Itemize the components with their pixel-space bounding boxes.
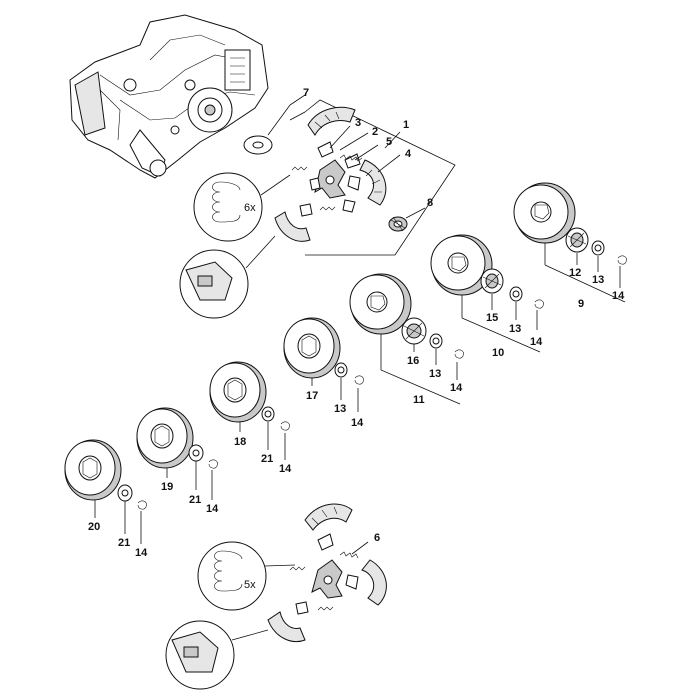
clip-part-14-c [454, 349, 464, 359]
detail-circle-shoe-bottom [165, 620, 269, 690]
callout-21-c: 21 [118, 537, 130, 549]
clutch-shoe-bottom [274, 211, 311, 242]
clutch-assembly-bottom [267, 503, 387, 643]
callout-10: 10 [492, 347, 504, 359]
clip-part-14-e [280, 421, 290, 460]
washer-part-13-a [591, 240, 605, 256]
leader-lines-10 [461, 294, 541, 353]
callout-8: 8 [427, 197, 433, 209]
washer-part-21-a [261, 406, 275, 450]
spring-qty-bottom: 5x [244, 579, 256, 591]
clutch-carrier-part-2 [314, 159, 346, 199]
callout-17: 17 [306, 390, 318, 402]
washer-part-21-c [117, 484, 133, 534]
callout-14-g: 14 [135, 547, 148, 559]
spring-part-5 [339, 154, 363, 162]
callout-18: 18 [234, 436, 246, 448]
washer-part-7 [243, 94, 306, 155]
callout-9: 9 [578, 298, 584, 310]
callout-13-d: 13 [334, 403, 346, 415]
clutch-drum-part-10 [430, 234, 493, 296]
callout-21-b: 21 [189, 494, 201, 506]
clip-part-14-d [354, 375, 364, 412]
callout-13-b: 13 [509, 323, 521, 335]
washer-part-13-b [509, 286, 523, 302]
leader-lines-9 [544, 243, 626, 303]
clutch-drum-part-20 [64, 439, 122, 518]
clutch-shoe-top [307, 106, 356, 136]
callout-2: 2 [372, 126, 378, 138]
callout-14-f: 14 [206, 503, 219, 515]
callout-14-a: 14 [612, 290, 625, 302]
callout-13-a: 13 [592, 274, 604, 286]
clutch-drum-part-19 [136, 407, 194, 478]
callout-14-d: 14 [351, 417, 364, 429]
callout-6: 6 [374, 532, 380, 544]
clip-part-14-a [617, 255, 627, 265]
callout-12: 12 [569, 267, 581, 279]
detail-circle-spring-bottom [197, 541, 296, 611]
clutch-drum-part-9 [513, 182, 576, 244]
clutch-pieces [299, 141, 361, 217]
callout-14-c: 14 [450, 382, 463, 394]
callout-7: 7 [303, 87, 309, 99]
callout-15: 15 [486, 312, 498, 324]
callout-3: 3 [355, 117, 361, 129]
engine-housing [69, 14, 269, 179]
callout-leaders-top [329, 125, 401, 173]
clip-part-14-b [534, 299, 544, 309]
clutch-assembly-bracket [289, 99, 456, 256]
spring-qty-top: 6x [244, 202, 256, 214]
sprocket-part-16 [401, 317, 427, 345]
callout-4: 4 [405, 148, 412, 160]
callout-1: 1 [403, 119, 409, 131]
clip-part-14-f [208, 459, 218, 500]
callout-13-c: 13 [429, 368, 441, 380]
sprocket-part-15 [480, 268, 504, 294]
callout-11: 11 [413, 394, 425, 406]
callout-5: 5 [386, 136, 392, 148]
callout-20: 20 [88, 521, 100, 533]
callout-19: 19 [161, 481, 173, 493]
clutch-drum-part-17 [283, 317, 341, 386]
detail-circle-shoe-top [179, 235, 276, 319]
washer-part-21-b [188, 444, 204, 490]
callout-14-b: 14 [530, 336, 543, 348]
clutch-shoe-right [359, 159, 387, 206]
washer-part-13-d [334, 362, 348, 400]
clip-part-14-g [137, 500, 147, 544]
sprocket-part-12 [565, 227, 589, 253]
leader-lines-11 [380, 334, 461, 405]
callout-14-e: 14 [279, 463, 292, 475]
spring-small [291, 166, 336, 211]
callout-16: 16 [407, 355, 419, 367]
clutch-drum-part-11 [349, 273, 412, 335]
detail-circle-spring-top [193, 172, 291, 242]
washer-part-13-c [429, 333, 443, 349]
callout-21-a: 21 [261, 453, 273, 465]
clutch-drum-part-18 [209, 361, 267, 432]
needle-bearing-part-8 [388, 207, 426, 232]
